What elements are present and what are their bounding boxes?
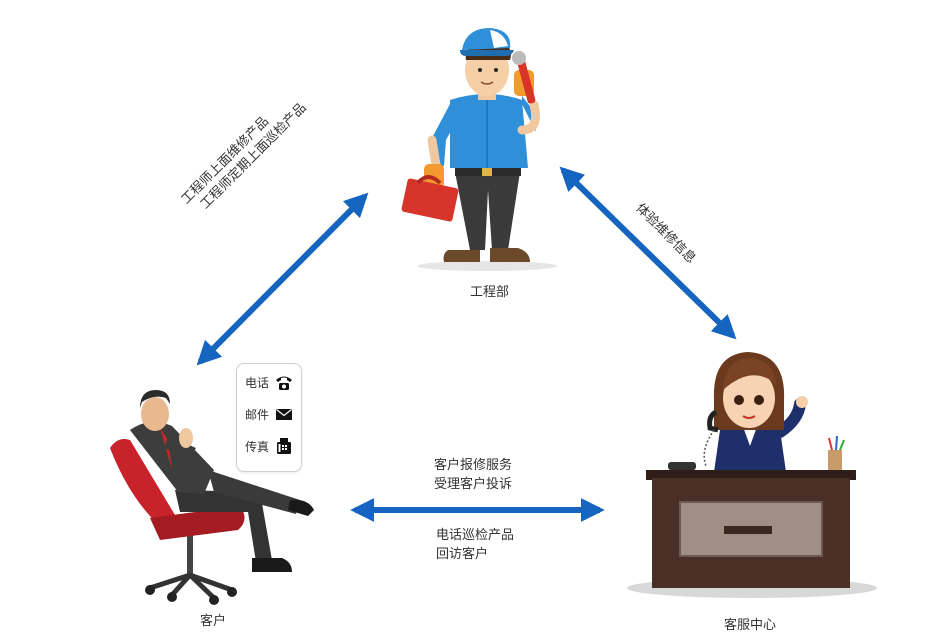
arrow-engineering-service: [559, 166, 737, 340]
customer-figure: [110, 390, 314, 605]
arrow-customer-engineering: [196, 192, 369, 366]
channel-mail: 邮件: [245, 404, 293, 424]
channel-phone: 电话: [245, 372, 293, 392]
fax-icon: [277, 438, 292, 454]
channel-phone-label: 电话: [245, 375, 270, 390]
engineering-label: 工程部: [470, 285, 510, 300]
channel-fax-label: 传真: [245, 439, 270, 454]
edge-label-service-top-2: 受理客户投诉: [434, 477, 513, 492]
edge-label-service-bottom-1: 电话巡检产品: [436, 528, 515, 543]
channel-mail-label: 邮件: [245, 407, 270, 422]
contact-channels-box: 电话 邮件 传真: [236, 363, 302, 472]
telephone-icon: [276, 376, 293, 390]
service-center-figure: [627, 352, 877, 598]
service-center-label: 客服中心: [724, 618, 777, 633]
mail-icon: [276, 409, 293, 420]
edge-label-service-bottom-2: 回访客户: [436, 547, 489, 562]
engineer-figure: [401, 28, 557, 271]
edge-label-service-top-1: 客户报修服务: [434, 458, 513, 473]
channel-fax: 传真: [245, 436, 293, 456]
customer-label: 客户: [200, 614, 227, 629]
